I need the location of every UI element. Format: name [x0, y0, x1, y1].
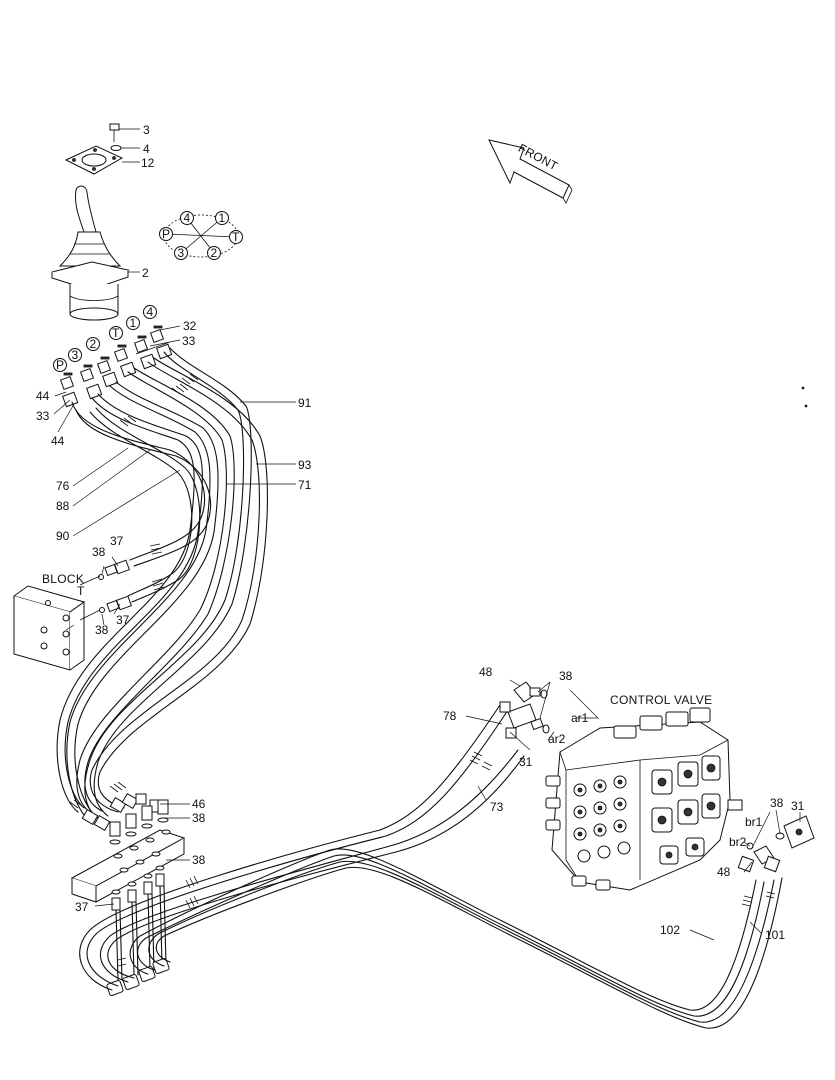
callout-37-lower: 37 — [75, 900, 89, 914]
callout-br2: br2 — [729, 835, 747, 849]
pilot-joystick — [51, 123, 140, 321]
callout-102: 102 — [660, 923, 680, 937]
callout-4: 4 — [143, 142, 150, 156]
callout-12: 12 — [141, 156, 155, 170]
block-label: BLOCK — [42, 572, 84, 586]
callout-31-right: 31 — [791, 799, 805, 813]
hose-crimp-bands — [69, 373, 199, 809]
control-valve-label: CONTROL VALVE — [610, 693, 712, 707]
pilot-hoses — [56, 347, 268, 832]
callout-44-top: 44 — [36, 389, 50, 403]
callout-numbers: 3 4 12 2 32 33 44 33 44 91 93 71 76 88 9… — [36, 123, 805, 942]
callout-31-left: 31 — [519, 755, 533, 769]
callout-38-lower: 38 — [192, 853, 206, 867]
callout-38-right: 38 — [770, 796, 784, 810]
pilot-block: BLOCK T P — [12, 559, 132, 671]
callout-38-top: 38 — [92, 545, 106, 559]
port-label-4: 4 — [147, 305, 154, 319]
port-label-t: T — [112, 326, 120, 340]
callout-3: 3 — [143, 123, 150, 137]
callout-ar2: ar2 — [548, 732, 566, 746]
callout-38-valve: 38 — [559, 669, 573, 683]
control-valve: CONTROL VALVE — [545, 693, 743, 891]
port-label-p: P — [56, 358, 64, 372]
callout-33-left: 33 — [36, 409, 50, 423]
callout-71: 71 — [298, 478, 312, 492]
joystick-boot — [58, 231, 122, 267]
callout-37-top: 37 — [110, 534, 124, 548]
callout-37-bottom: 37 — [116, 613, 130, 627]
callout-38-bottom: 38 — [95, 623, 109, 637]
joystick-fittings — [59, 325, 173, 408]
callout-br1: br1 — [745, 815, 763, 829]
pattern-port-2: 2 — [211, 246, 218, 260]
callout-73: 73 — [490, 800, 504, 814]
callout-93: 93 — [298, 458, 312, 472]
callout-88: 88 — [56, 499, 70, 513]
joystick-handle — [75, 185, 97, 233]
callout-2: 2 — [142, 266, 149, 280]
callout-ar1: ar1 — [571, 711, 589, 725]
callout-32: 32 — [183, 319, 197, 333]
callout-90: 90 — [56, 529, 70, 543]
pattern-port-p: P — [162, 227, 170, 241]
pattern-port-4: 4 — [184, 211, 191, 225]
pattern-port-1: 1 — [219, 211, 226, 225]
washer-part — [110, 145, 122, 151]
pattern-port-t: T — [232, 230, 240, 244]
main-hoses — [79, 704, 783, 1029]
callout-91: 91 — [298, 396, 312, 410]
port-label-1: 1 — [130, 316, 137, 330]
bolt-part — [109, 123, 120, 131]
callout-38-manifold: 38 — [192, 811, 206, 825]
front-direction-arrow: FRONT — [488, 139, 573, 204]
port-pattern-diagram: 4 1 P T 3 2 — [159, 211, 243, 260]
callout-78: 78 — [443, 709, 457, 723]
callout-76: 76 — [56, 479, 70, 493]
callout-101: 101 — [765, 928, 785, 942]
callout-48-top: 48 — [479, 665, 493, 679]
port-label-2: 2 — [90, 337, 97, 351]
lower-manifold — [70, 799, 186, 996]
block-port-t-label: T — [77, 584, 85, 598]
port-label-3: 3 — [72, 348, 79, 362]
callout-48-right: 48 — [717, 865, 731, 879]
leader-lines — [53, 325, 801, 941]
callout-46: 46 — [192, 797, 206, 811]
valve-fittings — [499, 681, 815, 873]
joystick-port-labels: P 3 2 T 1 4 — [53, 305, 157, 372]
callout-33-top: 33 — [182, 334, 196, 348]
callout-44-bottom: 44 — [51, 434, 65, 448]
pattern-port-3: 3 — [178, 246, 185, 260]
